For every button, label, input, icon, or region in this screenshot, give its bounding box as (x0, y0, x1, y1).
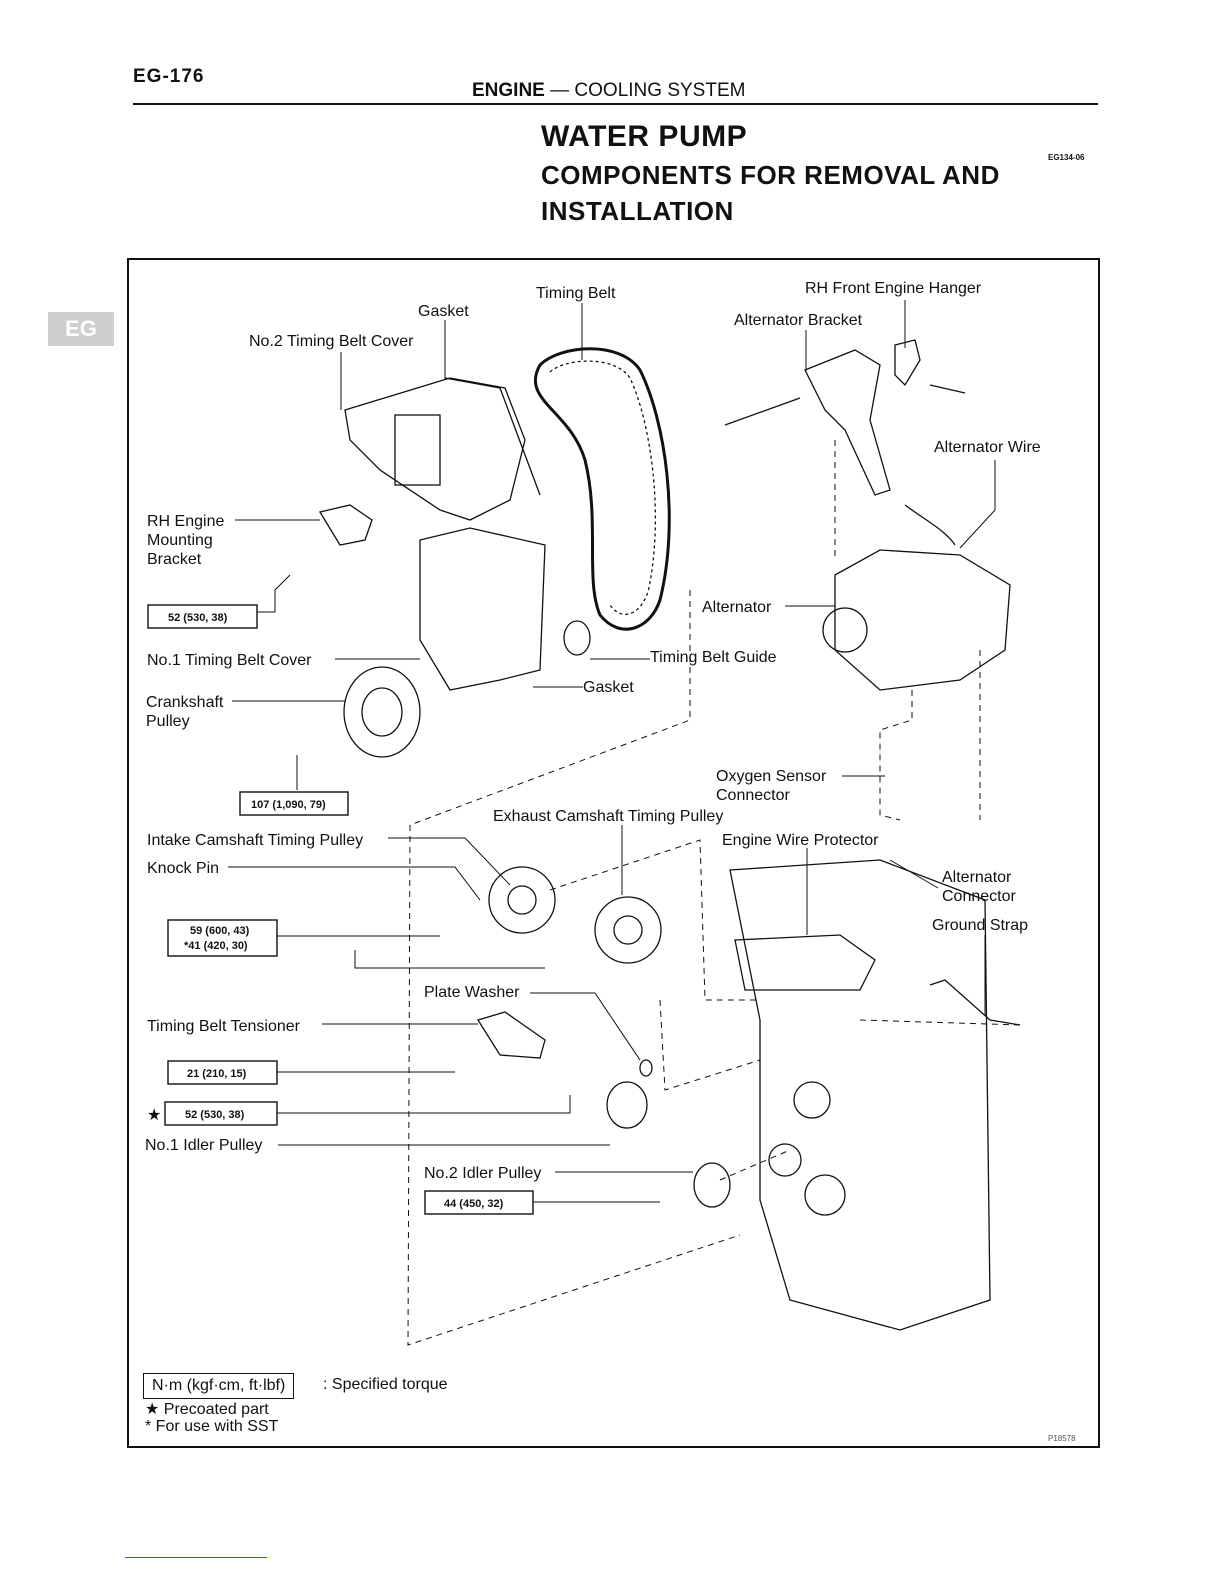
no1-cover-shape (419, 527, 546, 691)
label-oxygen-sensor-2: Connector (716, 787, 790, 804)
side-tab: EG (48, 312, 114, 346)
label-no1-idler-pulley: No.1 Idler Pulley (145, 1137, 262, 1154)
torque-box-2 (239, 791, 349, 816)
label-rh-front-engine-hanger: RH Front Engine Hanger (805, 280, 982, 297)
timing-belt-guide-ring (563, 620, 591, 656)
label-engine-wire-protector: Engine Wire Protector (722, 832, 879, 849)
torque-value-1: 52 (530, 38) (168, 612, 228, 624)
plate-washer-shape (639, 1059, 653, 1077)
alternator-bracket-bolt (724, 397, 801, 426)
label-knock-pin: Knock Pin (147, 860, 219, 877)
torque-value-3a: 59 (600, 43) (190, 925, 250, 937)
label-rh-engine-mount-1: RH Engine (147, 513, 224, 530)
gasket-shape (444, 377, 541, 496)
engine-pulley-c (804, 1174, 846, 1216)
legend-sst: * For use with SST (145, 1418, 279, 1435)
label-alternator-connector-2: Connector (942, 888, 1016, 905)
torque-value-6: 44 (450, 32) (444, 1198, 504, 1210)
rh-front-hanger-shape (894, 339, 921, 387)
exhaust-camshaft-hub (613, 915, 643, 945)
torque-box-3 (167, 919, 278, 957)
alternator-body (834, 549, 1011, 691)
label-crankshaft-2: Pulley (146, 713, 190, 730)
label-gasket-mid: Gasket (583, 679, 634, 696)
page-subtitle: COMPONENTS FOR REMOVAL AND INSTALLATION (541, 160, 1000, 226)
label-alternator-wire: Alternator Wire (934, 439, 1041, 456)
label-no2-timing-belt-cover: No.2 Timing Belt Cover (249, 333, 414, 350)
torque-value-5: 52 (530, 38) (185, 1109, 245, 1121)
engine-pulley-b (768, 1143, 802, 1177)
exhaust-camshaft-pulley (594, 896, 662, 964)
hanger-bolt (929, 384, 966, 394)
alternator-bracket-shape (804, 349, 891, 496)
label-timing-belt-guide: Timing Belt Guide (650, 649, 777, 666)
torque-box-1 (147, 604, 258, 629)
label-crankshaft-1: Crankshaft (146, 694, 224, 711)
label-intake-camshaft-pulley: Intake Camshaft Timing Pulley (147, 832, 363, 849)
label-exhaust-camshaft-pulley: Exhaust Camshaft Timing Pulley (493, 808, 723, 825)
alternator-wire-shape (904, 504, 956, 546)
label-alternator-connector-1: Alternator (942, 869, 1012, 886)
timing-belt-shape (533, 347, 671, 631)
timing-belt-teeth (549, 360, 656, 615)
label-rh-engine-mount-3: Bracket (147, 551, 202, 568)
torque-value-2: 107 (1,090, 79) (251, 799, 326, 811)
alternator-pulley (822, 607, 868, 653)
bottom-underline (125, 1557, 267, 1558)
section-header: ENGINE — COOLING SYSTEM (472, 80, 745, 102)
label-alternator: Alternator (702, 599, 772, 616)
no2-cover-panel (394, 414, 441, 486)
intake-camshaft-pulley (488, 866, 556, 934)
label-rh-engine-mount-2: Mounting (147, 532, 213, 549)
page-title: WATER PUMP (541, 120, 748, 153)
no2-idler-pulley-shape (693, 1162, 731, 1208)
label-timing-belt-tensioner: Timing Belt Tensioner (147, 1018, 301, 1035)
crankshaft-pulley-hub (361, 687, 403, 737)
intake-camshaft-hub (507, 885, 537, 915)
engine-pulley-a (793, 1081, 831, 1119)
engine-wire-protector-shape (734, 934, 876, 991)
diagram-frame (127, 258, 1100, 1448)
label-gasket-top: Gasket (418, 303, 469, 320)
document-code: EG134-06 (1048, 153, 1085, 162)
torque-box-5 (164, 1101, 278, 1126)
label-timing-belt: Timing Belt (536, 285, 616, 302)
page-number: EG-176 (133, 66, 205, 87)
torque-box-6 (424, 1190, 534, 1215)
section-subname: — COOLING SYSTEM (544, 80, 746, 101)
rh-mount-bracket-shape (318, 504, 373, 546)
label-oxygen-sensor-1: Oxygen Sensor (716, 768, 827, 785)
legend-unit-box: N·m (kgf·cm, ft·lbf) (143, 1373, 295, 1399)
label-alternator-bracket: Alternator Bracket (734, 312, 863, 329)
torque-value-3b: *41 (420, 30) (184, 940, 248, 952)
engine-block-shape (729, 859, 991, 1331)
precoated-star: ★ (147, 1107, 161, 1124)
no1-idler-pulley-shape (606, 1081, 648, 1129)
crankshaft-pulley-outer (343, 666, 421, 758)
legend-unit-desc: : Specified torque (323, 1376, 448, 1393)
timing-belt-tensioner-shape (476, 1011, 546, 1059)
label-ground-strap: Ground Strap (932, 917, 1028, 934)
ground-strap-shape (929, 979, 1021, 1026)
label-plate-washer: Plate Washer (424, 984, 520, 1001)
no2-cover-shape (344, 377, 526, 521)
torque-value-4: 21 (210, 15) (187, 1068, 247, 1080)
label-no1-timing-belt-cover: No.1 Timing Belt Cover (147, 652, 312, 669)
torque-box-4 (167, 1060, 278, 1085)
header-rule (133, 103, 1098, 105)
section-name: ENGINE (472, 80, 545, 101)
figure-id: P18578 (1048, 1434, 1076, 1443)
label-no2-idler-pulley: No.2 Idler Pulley (424, 1165, 541, 1182)
legend-precoated: ★ Precoated part (145, 1401, 269, 1418)
